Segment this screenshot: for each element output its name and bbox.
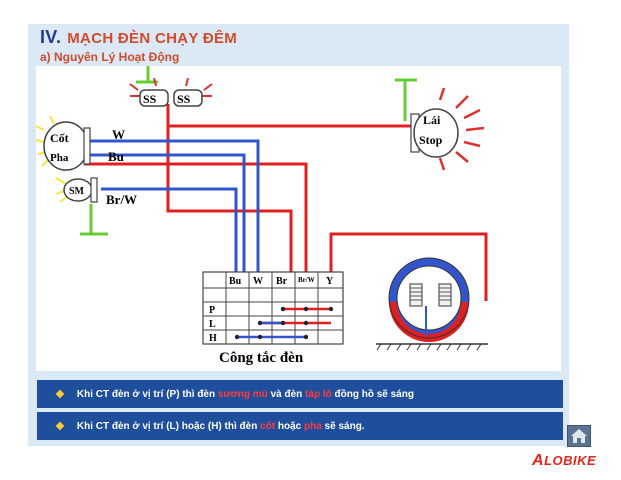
switch-row-l: L — [209, 319, 216, 330]
cot-label: Cốt — [50, 131, 69, 145]
ss-lamp-right — [173, 89, 203, 107]
page-subtitle: a) Nguyên Lý Hoạt Động — [40, 50, 180, 64]
wire-brw-label: Br/W — [106, 192, 137, 207]
tail-light-bulb — [410, 108, 459, 158]
alobike-logo: ALOBIKE — [532, 452, 597, 469]
note-2-text: Khi CT đèn ở vị trí (L) hoặc (H) thì đèn… — [76, 420, 365, 432]
switch-header-br: Br — [276, 276, 288, 287]
red-wires — [84, 104, 488, 301]
bullet-icon: ❖ — [55, 388, 65, 401]
lai-label: Lái — [423, 113, 441, 127]
switch-header-w: W — [253, 276, 263, 287]
stop-label: Stop — [419, 133, 443, 147]
wire-w-label: W — [112, 127, 125, 142]
ground-lines — [80, 66, 417, 236]
magneto-ring — [376, 257, 488, 351]
diagram-stage: Cốt Pha SM W Bu Br/W SS SS — [36, 66, 561, 371]
note-row-1: ❖ Khi CT đèn ở vị trí (P) thì đèn sương … — [37, 380, 563, 408]
ss-lamp-rays — [129, 77, 213, 97]
note-1-text: Khi CT đèn ở vị trí (P) thì đèn sương mù… — [76, 388, 414, 400]
ss-left-label: SS — [143, 92, 157, 106]
blue-wires — [84, 139, 260, 272]
note-row-2: ❖ Khi CT đèn ở vị trí (L) hoặc (H) thì đ… — [37, 412, 563, 440]
page-title: IV. MẠCH ĐÈN CHẠY ĐÊM — [40, 27, 237, 48]
switch-caption: Công tắc đèn — [219, 350, 304, 366]
home-icon — [571, 429, 587, 443]
note-2-highlight-1: cốt — [260, 420, 276, 432]
home-button[interactable] — [567, 425, 591, 447]
switch-row-p: P — [209, 305, 215, 316]
tail-light-rays — [438, 87, 485, 171]
switch-header-brw: Br/W — [298, 276, 315, 284]
bullet-icon: ❖ — [55, 420, 65, 433]
wire-bu-label: Bu — [108, 149, 124, 164]
section-title: MẠCH ĐÈN CHẠY ĐÊM — [67, 30, 238, 47]
switch-table: Bu W Br Br/W Y P L H — [202, 271, 344, 345]
switch-header-bu: Bu — [229, 276, 242, 287]
switch-header-y: Y — [326, 276, 334, 287]
note-1-highlight-1: sương mù — [217, 388, 268, 400]
pha-label: Pha — [50, 152, 69, 164]
headlight-bulb — [43, 121, 91, 171]
sm-bulb — [63, 177, 98, 203]
note-2-highlight-2: pha — [304, 420, 322, 432]
section-number: IV. — [40, 27, 62, 47]
note-1-highlight-2: táp lô — [305, 388, 332, 400]
ss-right-label: SS — [177, 92, 191, 106]
wiring-diagram: Cốt Pha SM W Bu Br/W SS SS — [36, 66, 488, 366]
sm-label: SM — [69, 186, 85, 197]
notes-panel: ❖ Khi CT đèn ở vị trí (P) thì đèn sương … — [37, 380, 563, 443]
switch-row-h: H — [209, 333, 217, 344]
ss-lamp-left — [139, 89, 169, 107]
